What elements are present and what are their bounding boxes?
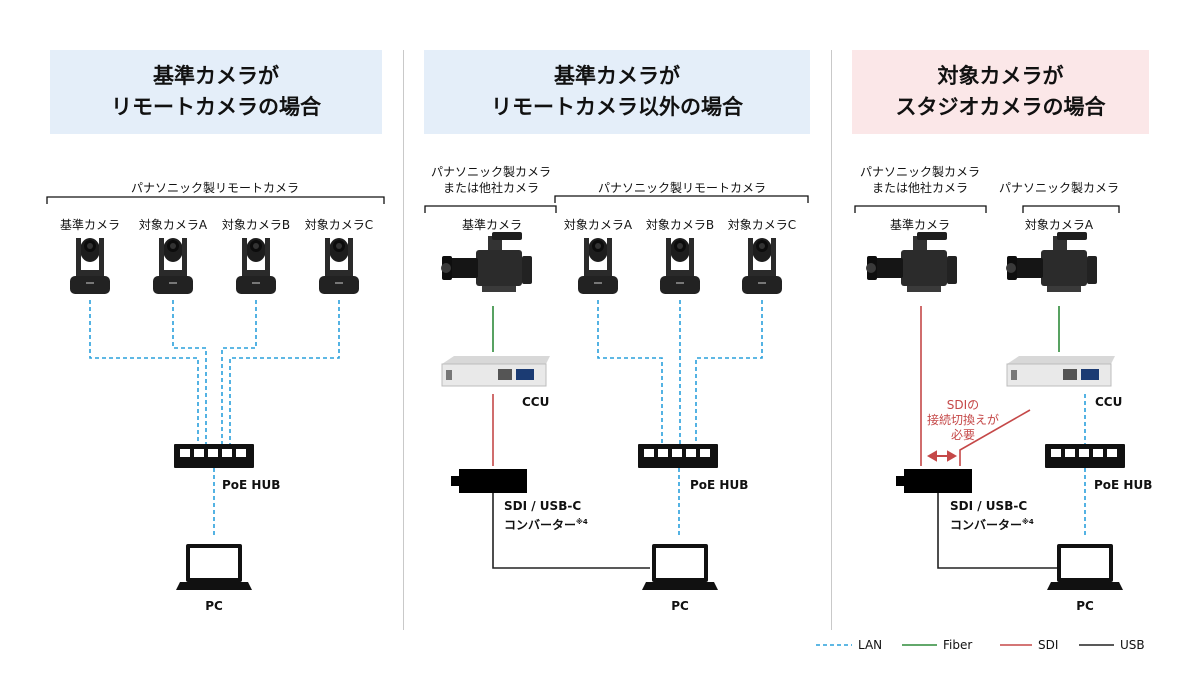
lan-lines-panel2 bbox=[597, 300, 763, 535]
panel2-hub-label: PoE HUB bbox=[690, 478, 749, 492]
panel2-title-line1: 基準カメラが bbox=[554, 64, 680, 88]
panel2-title: 基準カメラがリモートカメラ以外の場合 bbox=[424, 50, 810, 134]
legend-label-lan: LAN bbox=[858, 638, 883, 652]
panel2-converter-label: SDI / USB-C コンバーター※4 bbox=[504, 498, 588, 533]
panel3-converter-note: ※4 bbox=[1022, 518, 1034, 526]
panel1-title-line2: リモートカメラの場合 bbox=[111, 95, 321, 119]
pc-panel3 bbox=[1047, 544, 1123, 590]
panel3-title-line1: 対象カメラが bbox=[937, 64, 1064, 88]
panel1-title-line1: 基準カメラが bbox=[153, 64, 279, 88]
panel2-ref-camera-label: 基準カメラ bbox=[461, 218, 523, 232]
converter-panel3 bbox=[896, 469, 972, 493]
panel3-converter-label: SDI / USB-C コンバーター※4 bbox=[950, 498, 1034, 533]
panel2-camera-label-a: 対象カメラA bbox=[563, 218, 633, 232]
panel1-camera-label-3: 対象カメラB bbox=[221, 218, 291, 232]
panel1-camera-label-1: 基準カメラ bbox=[59, 218, 121, 232]
remote-camera-target-c-panel2 bbox=[742, 238, 782, 294]
panel2-camera-label-c: 対象カメラC bbox=[727, 218, 797, 232]
panel1-title: 基準カメラがリモートカメラの場合 bbox=[50, 50, 382, 134]
pc-panel2 bbox=[642, 544, 718, 590]
panel2-other-group-label: パナソニック製カメラ または他社カメラ bbox=[431, 164, 551, 196]
panel3-sdi-note: SDIの 接続切換えが 必要 bbox=[927, 398, 999, 443]
sdi-line-panel3-switch bbox=[959, 409, 1031, 466]
panel3-other-group-line2: または他社カメラ bbox=[871, 181, 969, 195]
lan-lines-panel1 bbox=[89, 300, 340, 535]
divider-1 bbox=[403, 50, 404, 630]
switch-arrow-icon bbox=[926, 450, 958, 462]
legend-label-usb: USB bbox=[1120, 638, 1145, 652]
panel3-other-group-label: パナソニック製カメラ または他社カメラ bbox=[860, 164, 980, 196]
remote-camera-target-a-panel2 bbox=[578, 238, 618, 294]
ccu-panel2 bbox=[441, 355, 551, 387]
panel3-target-camera-label: 対象カメラA bbox=[1024, 218, 1094, 232]
usb-line-panel3 bbox=[937, 493, 1057, 569]
remote-camera-target-a bbox=[153, 238, 193, 294]
panel1-group-label: パナソニック製リモートカメラ bbox=[130, 181, 300, 195]
panel3-target-group-label: パナソニック製カメラ bbox=[998, 181, 1120, 195]
usb-line-panel2 bbox=[492, 493, 650, 569]
panel3-sdi-note-line2: 接続切換えが bbox=[926, 413, 1000, 427]
panel3-sdi-note-line1: SDIの bbox=[946, 398, 980, 412]
panel3-converter-line2: コンバーター bbox=[950, 518, 1023, 532]
panel3-converter-line1: SDI / USB-C bbox=[950, 499, 1028, 513]
panel2-other-group-line2: または他社カメラ bbox=[442, 181, 540, 195]
panel3-ref-camera-label: 基準カメラ bbox=[889, 218, 951, 232]
studio-camera-reference-panel3 bbox=[866, 232, 957, 292]
remote-camera-target-c bbox=[319, 238, 359, 294]
studio-camera-target-a-panel3 bbox=[1006, 232, 1097, 292]
poe-hub-panel2 bbox=[638, 444, 718, 468]
pc-panel1 bbox=[176, 544, 252, 590]
panel3-pc-label: PC bbox=[1076, 599, 1094, 613]
panel1-pc-label: PC bbox=[205, 599, 223, 613]
panel3-title: 対象カメラがスタジオカメラの場合 bbox=[852, 50, 1149, 134]
legend-label-sdi: SDI bbox=[1038, 638, 1059, 652]
remote-camera-reference bbox=[70, 238, 110, 294]
panel2-group-label: パナソニック製リモートカメラ bbox=[597, 181, 767, 195]
panel3-hub-label: PoE HUB bbox=[1094, 478, 1153, 492]
converter-panel2 bbox=[451, 469, 527, 493]
panel2-converter-line1: SDI / USB-C bbox=[504, 499, 582, 513]
panel1-hub-label: PoE HUB bbox=[222, 478, 281, 492]
panel2-converter-line2: コンバーター bbox=[504, 518, 577, 532]
ccu-panel3 bbox=[1006, 355, 1116, 387]
panel2-camera-label-b: 対象カメラB bbox=[645, 218, 715, 232]
poe-hub-panel3 bbox=[1045, 444, 1125, 468]
panel1-camera-label-2: 対象カメラA bbox=[138, 218, 208, 232]
panel2-title-line2: リモートカメラ以外の場合 bbox=[491, 95, 743, 119]
panel3-other-group-line1: パナソニック製カメラ bbox=[859, 165, 981, 179]
panel3-title-line2: スタジオカメラの場合 bbox=[895, 95, 1106, 119]
legend-label-fiber: Fiber bbox=[943, 638, 973, 652]
panel2-converter-note: ※4 bbox=[576, 518, 588, 526]
panel3-ccu-label: CCU bbox=[1095, 395, 1123, 409]
remote-camera-target-b bbox=[236, 238, 276, 294]
remote-camera-target-b-panel2 bbox=[660, 238, 700, 294]
panel3-sdi-note-line3: 必要 bbox=[950, 428, 976, 442]
panel1-camera-label-4: 対象カメラC bbox=[304, 218, 374, 232]
panel2-ccu-label: CCU bbox=[522, 395, 550, 409]
panel2-pc-label: PC bbox=[671, 599, 689, 613]
poe-hub-panel1 bbox=[174, 444, 254, 468]
panel2-other-group-line1: パナソニック製カメラ bbox=[430, 165, 552, 179]
divider-2 bbox=[831, 50, 832, 630]
studio-camera-reference-panel2 bbox=[441, 232, 532, 292]
